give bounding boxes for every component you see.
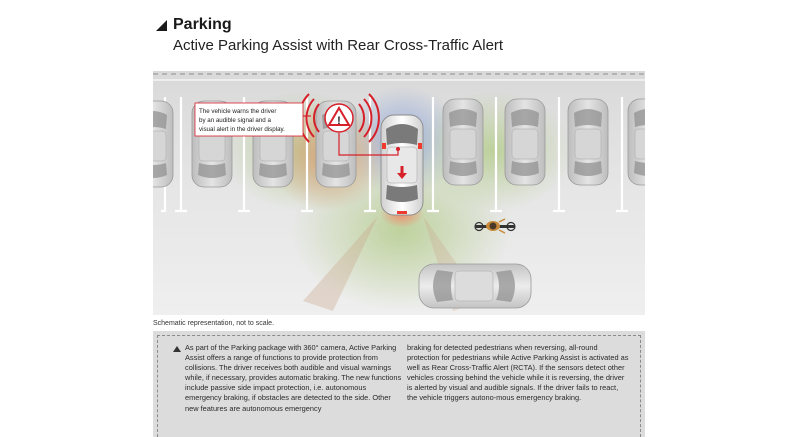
- callout-connector: [338, 133, 399, 156]
- crossing-car: [418, 263, 532, 309]
- description-column-1: As part of the Parking package with 360°…: [185, 343, 402, 413]
- reversing-car: [380, 114, 424, 216]
- caption: Schematic representation, not to scale.: [153, 320, 275, 327]
- warning-triangle-icon: !: [324, 103, 354, 133]
- warning-exclamation: !: [337, 115, 341, 127]
- callout-line: visual alert in the driver display.: [199, 126, 285, 133]
- parked-car: [442, 98, 484, 186]
- callout-line: by an audible signal and a: [199, 117, 271, 124]
- page-subtitle: Active Parking Assist with Rear Cross-Tr…: [173, 37, 504, 54]
- parking-bay-lines: [161, 97, 628, 213]
- arrow-down-icon: [397, 166, 407, 179]
- callout-line: The vehicle warns the driver: [199, 108, 276, 115]
- parked-car: [504, 98, 546, 186]
- description-panel: As part of the Parking package with 360°…: [153, 331, 645, 437]
- section-triangle-icon: [156, 20, 167, 31]
- parking-illustration: ! The vehicle warns the driver by an aud…: [153, 71, 645, 315]
- callout-box: The vehicle warns the driver by an audib…: [194, 102, 304, 137]
- bullet-triangle-icon: [173, 346, 181, 352]
- cyclist: [474, 218, 516, 234]
- parked-car: [153, 100, 174, 188]
- parked-car: [627, 98, 645, 186]
- page-title: Parking: [173, 16, 232, 33]
- panel-border: [157, 335, 641, 437]
- description-column-2: braking for detected pedestrians when re…: [407, 343, 629, 403]
- parked-car: [567, 98, 609, 186]
